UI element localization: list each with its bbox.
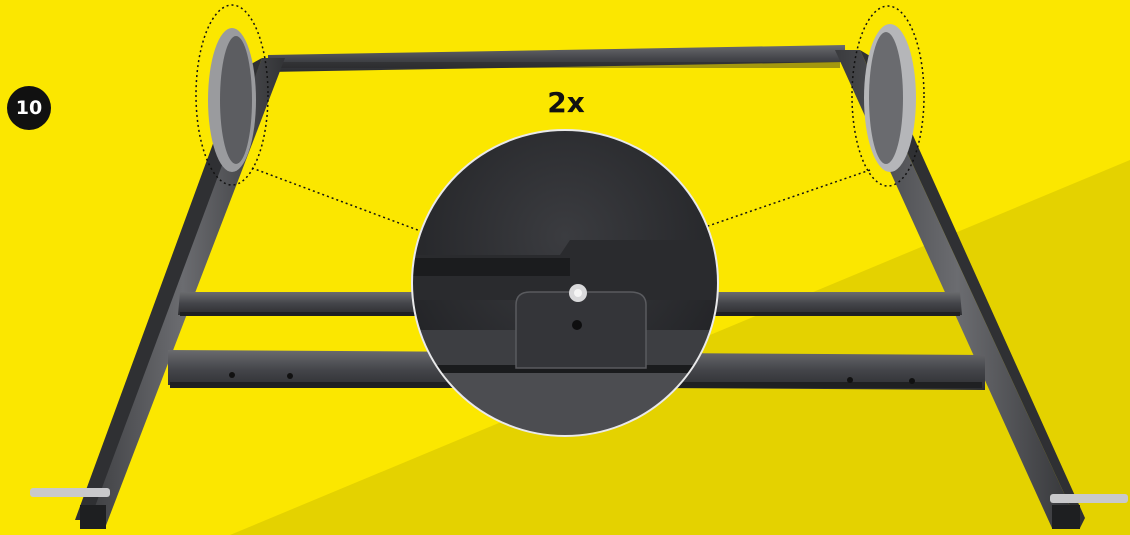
right-wheel-plate bbox=[864, 24, 916, 172]
left-leader-line bbox=[251, 167, 424, 233]
left-axle-pin bbox=[30, 488, 110, 497]
left-callout-ellipse bbox=[195, 4, 269, 186]
bracket-hole bbox=[572, 320, 582, 330]
step-number: 10 bbox=[15, 97, 43, 119]
quantity-label: 2x bbox=[547, 86, 585, 119]
back-crossbar bbox=[268, 45, 845, 72]
bracket-plate bbox=[515, 291, 647, 369]
right-callout-ellipse bbox=[851, 5, 925, 187]
right-axle-pin bbox=[1050, 494, 1128, 503]
right-leader-line bbox=[707, 169, 871, 227]
zoom-detail-circle bbox=[411, 129, 719, 437]
step-number-badge: 10 bbox=[7, 86, 51, 130]
left-wheel-plate bbox=[208, 28, 256, 172]
